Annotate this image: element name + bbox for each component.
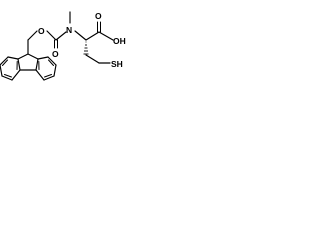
carbamate-linker bbox=[27, 30, 67, 55]
bond bbox=[0, 64, 3, 77]
bond bbox=[47, 56, 57, 66]
bond bbox=[35, 69, 45, 81]
bond-double bbox=[48, 59, 54, 66]
bond bbox=[74, 30, 87, 41]
thiol-label: SH bbox=[111, 59, 123, 69]
carbonyl-oxygen-label: O bbox=[52, 49, 59, 59]
bond bbox=[85, 31, 100, 41]
bond bbox=[17, 58, 21, 71]
bond-double bbox=[4, 74, 12, 78]
bond bbox=[35, 58, 39, 71]
bond bbox=[98, 31, 114, 41]
stereo-hashed-bond bbox=[83, 41, 89, 55]
hydroxyl-label: OH bbox=[113, 36, 126, 46]
bond bbox=[85, 54, 100, 64]
bond-double bbox=[2, 59, 8, 66]
bond bbox=[11, 69, 21, 81]
bond bbox=[0, 56, 9, 66]
bond bbox=[43, 75, 55, 81]
bond bbox=[1, 75, 13, 81]
bond bbox=[46, 30, 57, 41]
bond bbox=[37, 56, 49, 60]
bond bbox=[55, 31, 67, 41]
fluorene-ring-system bbox=[0, 53, 57, 81]
ester-oxygen-label: O bbox=[38, 26, 45, 36]
nitrogen-label: N bbox=[66, 25, 72, 35]
bond bbox=[27, 30, 38, 41]
bond-double bbox=[44, 74, 52, 78]
chemical-structure: O O N O OH SH bbox=[0, 11, 126, 81]
acid-carbonyl-oxygen-label: O bbox=[95, 11, 102, 21]
bond bbox=[53, 64, 57, 77]
bond bbox=[27, 53, 39, 60]
bond bbox=[7, 56, 19, 60]
bond bbox=[17, 53, 29, 60]
